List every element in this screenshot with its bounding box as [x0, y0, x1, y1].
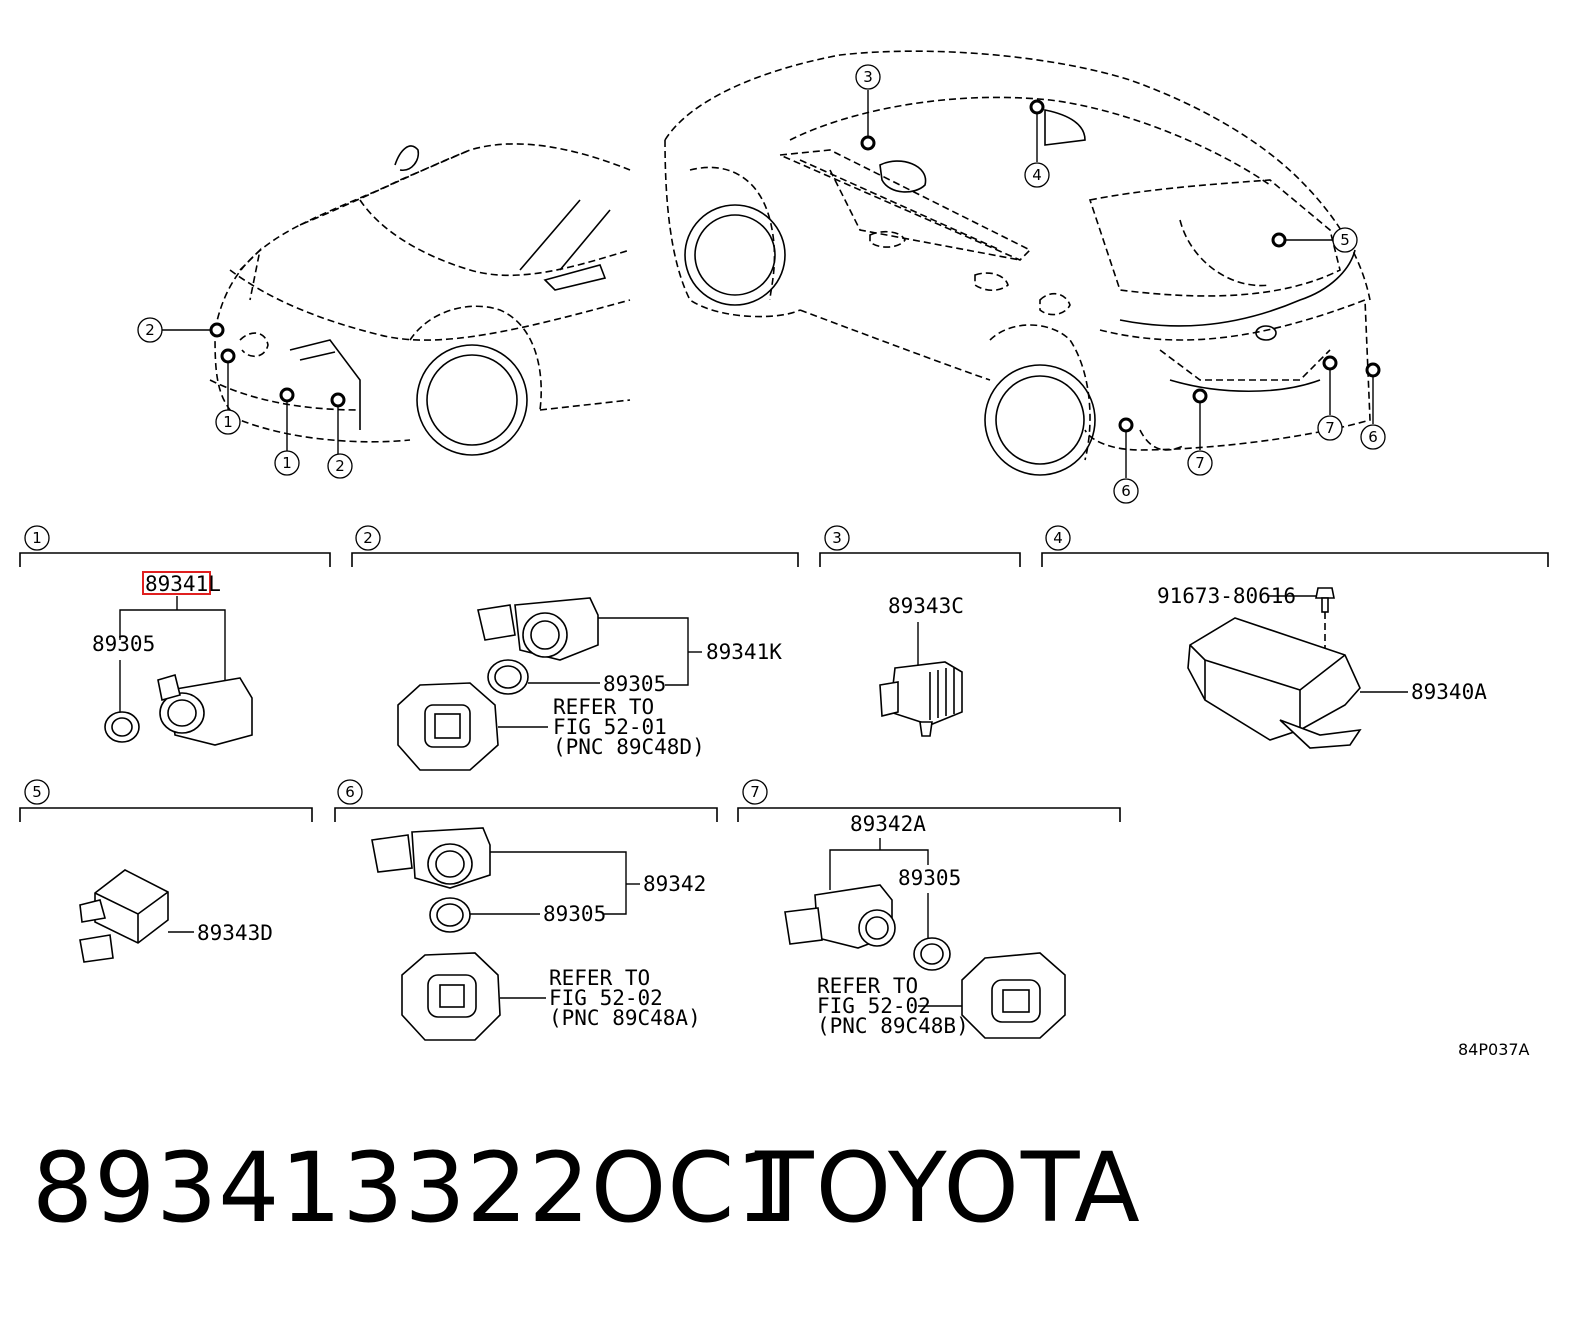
sensor-ring-s6	[429, 897, 471, 933]
front-car-illustration	[209, 143, 631, 456]
ultrasonic-sensor-s2	[477, 597, 599, 661]
part-89342A-label[interactable]: 89342A	[850, 812, 926, 836]
ultrasonic-sensor-s1	[157, 673, 253, 746]
sensor-bezel-s7	[961, 952, 1066, 1039]
front-callouts: 2 1 1 2	[137, 317, 353, 479]
section-7-number: 7	[750, 783, 760, 801]
rear-callout-5	[1332, 227, 1358, 253]
part-89305-label-s1[interactable]: 89305	[92, 632, 155, 656]
refer-fig-s6[interactable]: FIG 52-02	[549, 986, 663, 1010]
front-callout-1a	[215, 409, 241, 435]
part-89343C-label[interactable]: 89343C	[888, 594, 964, 618]
front-callout-1a-label: 1	[223, 413, 233, 431]
section-1-number: 1	[32, 529, 42, 547]
rear-callout-7a	[1317, 415, 1343, 441]
rear-callout-3	[855, 64, 881, 90]
front-callout-2b-label: 2	[335, 457, 345, 475]
section-5: 89343D	[79, 869, 273, 963]
section-5-number: 5	[32, 783, 42, 801]
refer-fig-s7[interactable]: FIG 52-02	[817, 994, 931, 1018]
section-7: 89342A 89305 REFER TO FIG 52-02 (PNC 89C…	[784, 812, 1066, 1039]
section-badge-1	[24, 525, 50, 551]
bolt-s4	[1315, 587, 1335, 613]
sensor-ring-s1	[104, 711, 140, 743]
rear-callout-7b	[1187, 450, 1213, 476]
sensor-bezel-s2	[397, 682, 499, 771]
part-89305-label-s2[interactable]: 89305	[603, 672, 666, 696]
refer-pnc-s2: (PNC 89C48D)	[553, 735, 705, 759]
part-89341L-label[interactable]: 89341L	[145, 572, 221, 596]
part-89305-label-s7[interactable]: 89305	[898, 866, 961, 890]
section-3-number: 3	[832, 529, 842, 547]
section-6-number: 6	[345, 783, 355, 801]
section-badge-3	[824, 525, 850, 551]
section-badge-6	[337, 779, 363, 805]
section-4-number: 4	[1053, 529, 1063, 547]
ultrasonic-sensor-s6	[371, 827, 491, 889]
part-89341K-label[interactable]: 89341K	[706, 640, 782, 664]
sensor-ring-s2	[487, 659, 529, 695]
section-brackets: 1 2 3 4 5 6 7	[19, 525, 1549, 822]
section-6: 89342 89305 REFER TO FIG 52-02 (PNC 89C4…	[371, 827, 706, 1041]
highlight-box	[142, 571, 211, 595]
rear-callout-4-label: 4	[1032, 166, 1042, 184]
rear-car-illustration	[664, 50, 1371, 476]
section-badge-2	[355, 525, 381, 551]
figure-code: 84P037A	[1458, 1040, 1530, 1059]
refer-pnc-s7: (PNC 89C48B)	[817, 1014, 969, 1038]
rear-callout-6b	[1113, 478, 1139, 504]
section-3: 89343C	[879, 594, 964, 737]
rear-callout-7a-label: 7	[1325, 419, 1335, 437]
sensor-bezel-s6	[401, 952, 501, 1041]
ultrasonic-sensor-s7	[784, 884, 896, 949]
sensor-module-s5	[79, 869, 169, 963]
part-89342-label[interactable]: 89342	[643, 872, 706, 896]
refer-to-s2: REFER TO	[553, 695, 654, 719]
rear-callouts: 3 4 5 7 6 6 7	[855, 64, 1386, 504]
section-2-number: 2	[363, 529, 373, 547]
rear-callout-7b-label: 7	[1195, 454, 1205, 472]
section-4: 91673-80616 89340A	[1157, 584, 1487, 749]
refer-pnc-s6: (PNC 89C48A)	[549, 1006, 701, 1030]
section-2: 89341K 89305 REFER TO FIG 52-01 (PNC 89C…	[397, 597, 782, 771]
part-89340A-label[interactable]: 89340A	[1411, 680, 1487, 704]
front-callout-2a	[137, 317, 163, 343]
rear-callout-6a	[1360, 424, 1386, 450]
rear-callout-6b-label: 6	[1121, 482, 1131, 500]
refer-fig-s2[interactable]: FIG 52-01	[553, 715, 667, 739]
section-badge-7	[742, 779, 768, 805]
rear-callout-5-label: 5	[1340, 231, 1350, 249]
section-badge-5	[24, 779, 50, 805]
rear-callout-3-label: 3	[863, 68, 873, 86]
sensor-ring-s7	[913, 937, 951, 971]
control-module-s4	[1187, 617, 1362, 749]
section-badge-4	[1045, 525, 1071, 551]
footer-brand: TOYOTA	[755, 1132, 1142, 1244]
front-callout-2a-label: 2	[145, 321, 155, 339]
front-callout-1b	[274, 450, 300, 476]
part-89305-label-s6[interactable]: 89305	[543, 902, 606, 926]
footer-part-number: 893413322OC1	[32, 1132, 798, 1244]
section-1: 89341L 89305	[92, 571, 253, 746]
rear-callout-4	[1024, 162, 1050, 188]
refer-to-s7: REFER TO	[817, 974, 918, 998]
rear-callout-6a-label: 6	[1368, 428, 1378, 446]
refer-to-s6: REFER TO	[549, 966, 650, 990]
sensor-module-s3	[879, 661, 963, 737]
front-callout-2b	[327, 453, 353, 479]
front-callout-1b-label: 1	[282, 454, 292, 472]
part-89343D-label[interactable]: 89343D	[197, 921, 273, 945]
